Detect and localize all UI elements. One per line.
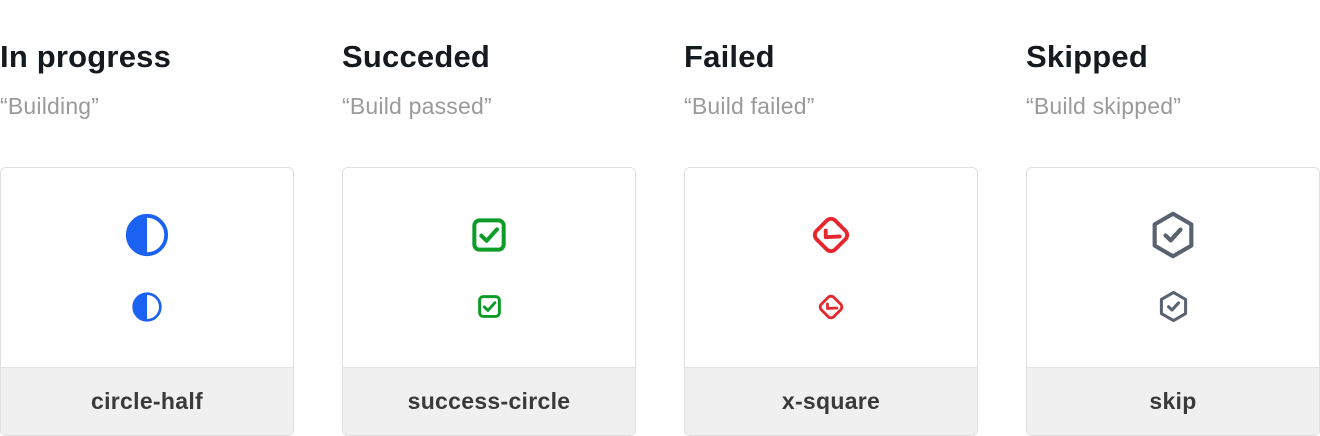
icon-card-body bbox=[685, 168, 977, 367]
column-subtitle: “Build skipped” bbox=[1026, 93, 1182, 119]
column-title: Skipped bbox=[1026, 39, 1148, 74]
icon-card-body bbox=[1, 168, 293, 367]
column-title: In progress bbox=[0, 39, 172, 74]
check-hexagon-icon bbox=[1157, 290, 1190, 323]
icon-name-label: success-circle bbox=[407, 388, 571, 414]
status-column-failed: Failed “Build failed” x-square bbox=[684, 0, 978, 436]
icon-name-label: x-square bbox=[781, 388, 881, 414]
icon-card-footer: success-circle bbox=[343, 367, 635, 435]
icon-card-body bbox=[1027, 168, 1319, 367]
check-hexagon-icon bbox=[1148, 211, 1198, 259]
column-subtitle: “Build failed” bbox=[684, 93, 815, 119]
circle-half-icon bbox=[131, 290, 163, 323]
column-title: Failed bbox=[684, 39, 775, 74]
icon-card-footer: x-square bbox=[685, 367, 977, 435]
icon-card-body bbox=[343, 168, 635, 367]
icon-name-label: circle-half bbox=[91, 388, 203, 414]
icon-card-footer: skip bbox=[1027, 367, 1319, 435]
column-subtitle: “Building” bbox=[0, 93, 100, 119]
column-title: Succeded bbox=[342, 39, 491, 74]
icon-card-success-circle: success-circle bbox=[342, 167, 636, 436]
check-square-icon bbox=[469, 212, 509, 258]
icon-card-footer: circle-half bbox=[1, 367, 293, 435]
status-column-succeded: Succeded “Build passed” succes bbox=[342, 0, 636, 436]
circle-half-icon bbox=[124, 212, 170, 258]
icon-card-circle-half: circle-half bbox=[0, 167, 294, 436]
status-column-in-progress: In progress “Building” circle- bbox=[0, 0, 294, 436]
status-column-skipped: Skipped “Build skipped” skip bbox=[1026, 0, 1320, 436]
check-diamond-icon bbox=[812, 212, 850, 258]
icon-card-skip: skip bbox=[1026, 167, 1320, 436]
check-diamond-icon bbox=[818, 290, 844, 323]
column-subtitle: “Build passed” bbox=[342, 93, 492, 119]
check-square-icon bbox=[476, 290, 503, 323]
icon-name-label: skip bbox=[1149, 388, 1197, 414]
icon-card-x-square: x-square bbox=[684, 167, 978, 436]
